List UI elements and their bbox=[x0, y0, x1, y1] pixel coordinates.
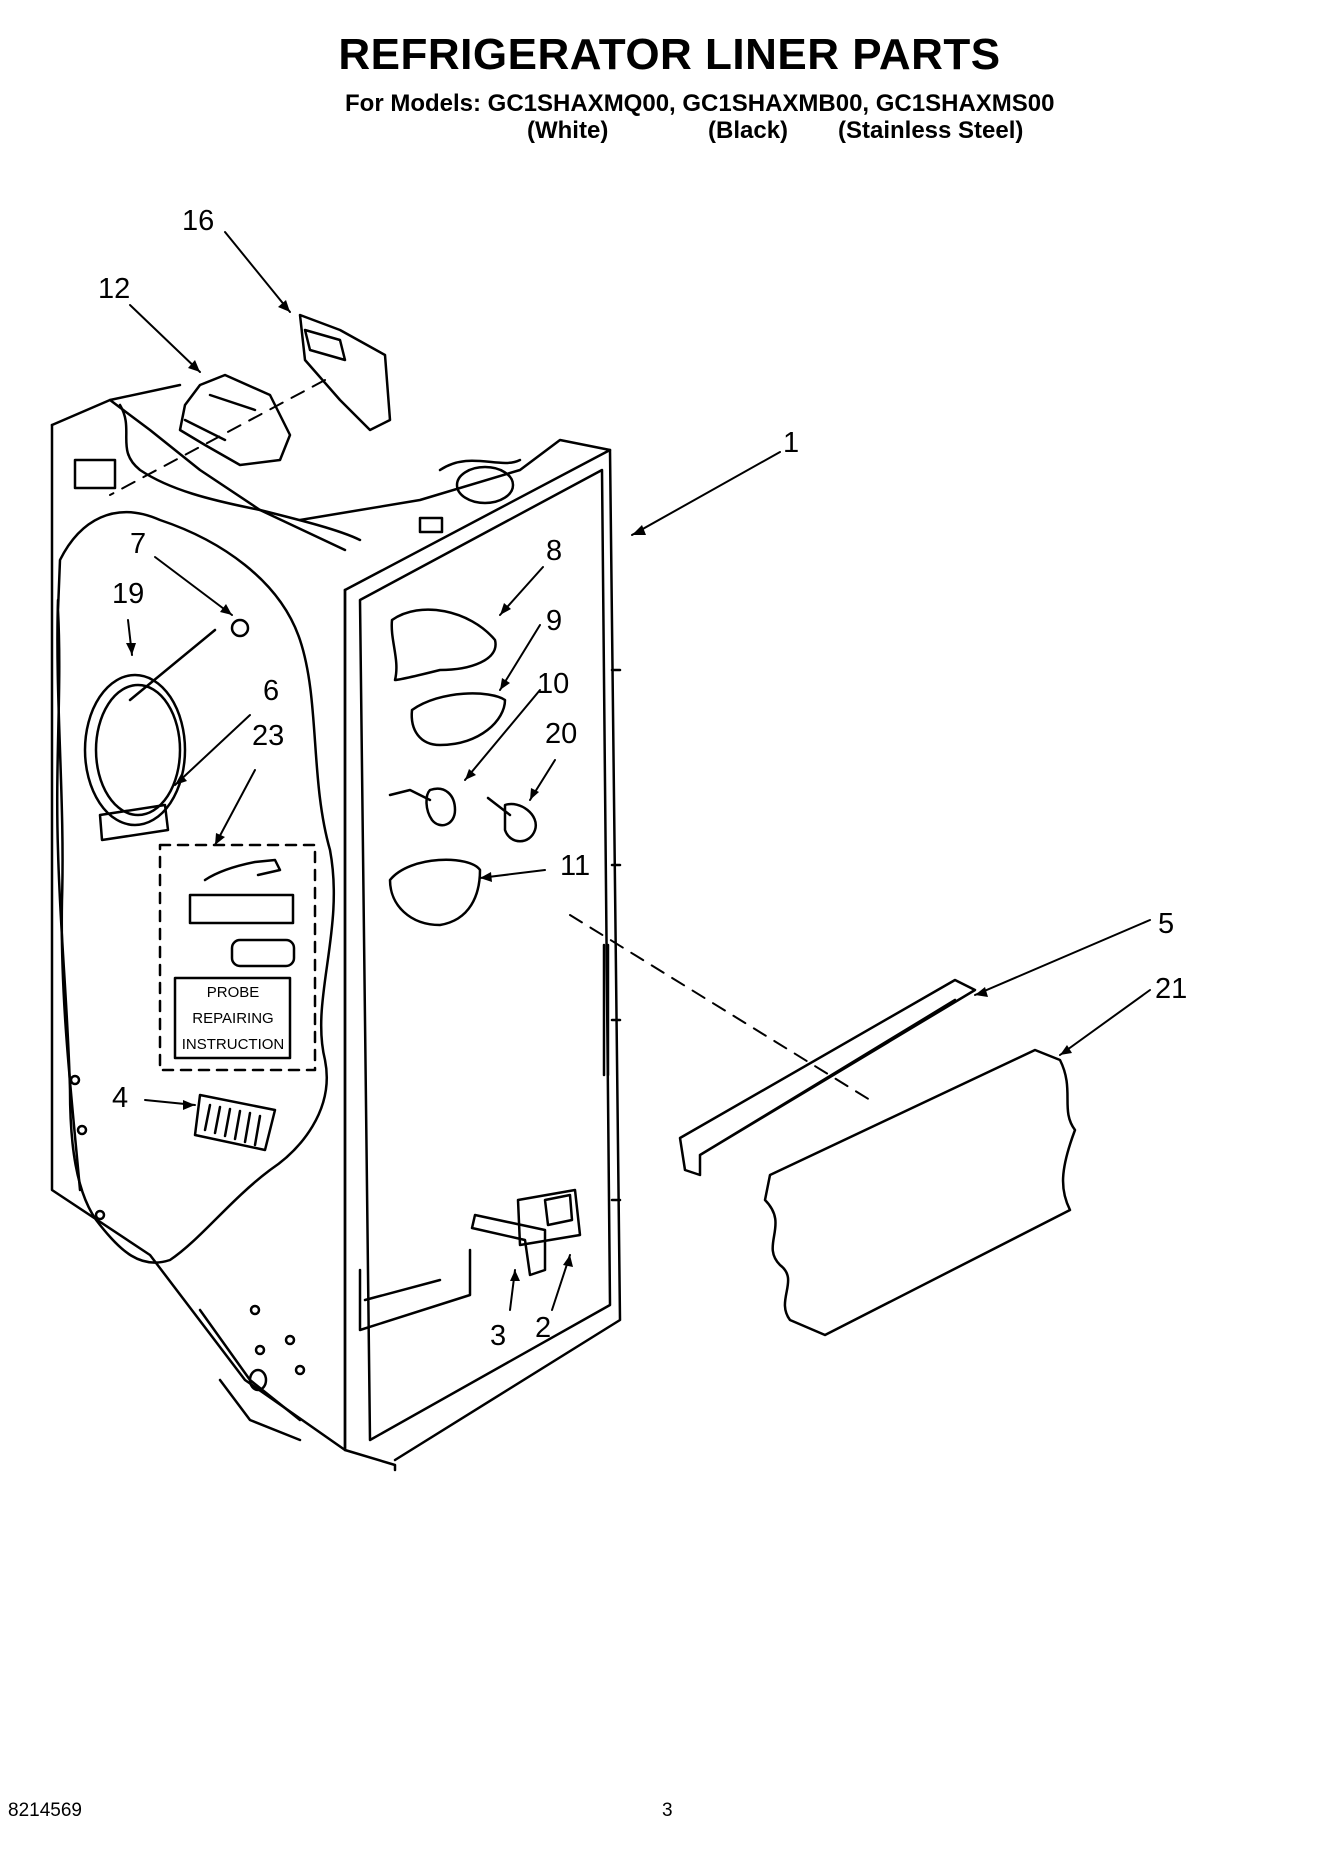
callout-5: 5 bbox=[1158, 908, 1175, 940]
callout-12: 12 bbox=[98, 273, 131, 305]
part-3 bbox=[470, 1213, 547, 1277]
probe-label-line: INSTRUCTION bbox=[181, 1036, 285, 1053]
callout-6: 6 bbox=[263, 675, 280, 707]
callout-11: 11 bbox=[560, 850, 591, 882]
variant-black: (Black) bbox=[708, 117, 789, 144]
page-title: REFRIGERATOR LINER PARTS bbox=[338, 30, 1001, 79]
probe-label-line: REPAIRING bbox=[192, 1010, 274, 1027]
part-8 bbox=[390, 608, 497, 682]
probe-label: PROBE REPAIRING INSTRUCTION bbox=[178, 980, 288, 1058]
callout-9: 9 bbox=[546, 605, 563, 637]
part-4 bbox=[193, 1093, 277, 1152]
callout-20: 20 bbox=[545, 718, 578, 750]
callout-19: 19 bbox=[112, 578, 145, 610]
callout-1: 1 bbox=[783, 427, 800, 459]
part-11 bbox=[388, 858, 482, 927]
part-19 bbox=[83, 673, 187, 827]
part-5 bbox=[678, 978, 977, 1177]
callout-4: 4 bbox=[112, 1082, 129, 1114]
callout-8: 8 bbox=[546, 535, 563, 567]
part-9 bbox=[410, 692, 507, 747]
part-12 bbox=[178, 373, 292, 467]
part-16 bbox=[298, 313, 392, 432]
variant-white: (White) bbox=[527, 117, 609, 144]
part-2 bbox=[516, 1188, 582, 1247]
part-6 bbox=[98, 803, 170, 842]
callout-10: 10 bbox=[537, 668, 570, 700]
callout-16: 16 bbox=[182, 205, 215, 237]
part-23-kit bbox=[158, 843, 317, 1072]
callout-23: 23 bbox=[252, 720, 285, 752]
liner-body bbox=[50, 383, 622, 1472]
variant-stainless: (Stainless Steel) bbox=[838, 117, 1024, 144]
probe-label-line: PROBE bbox=[206, 984, 260, 1001]
callout-7: 7 bbox=[130, 528, 147, 560]
document-number: 8214569 bbox=[8, 1800, 82, 1821]
part-21 bbox=[763, 1048, 1077, 1337]
part-20 bbox=[486, 796, 538, 843]
callout-2: 2 bbox=[535, 1312, 552, 1344]
models-line: For Models: GC1SHAXMQ00, GC1SHAXMB00, GC… bbox=[345, 90, 1055, 117]
callout-3: 3 bbox=[490, 1320, 507, 1352]
callout-21: 21 bbox=[1155, 973, 1188, 1005]
part-7 bbox=[230, 618, 250, 638]
part-10 bbox=[388, 787, 457, 827]
page-number: 3 bbox=[662, 1800, 673, 1821]
